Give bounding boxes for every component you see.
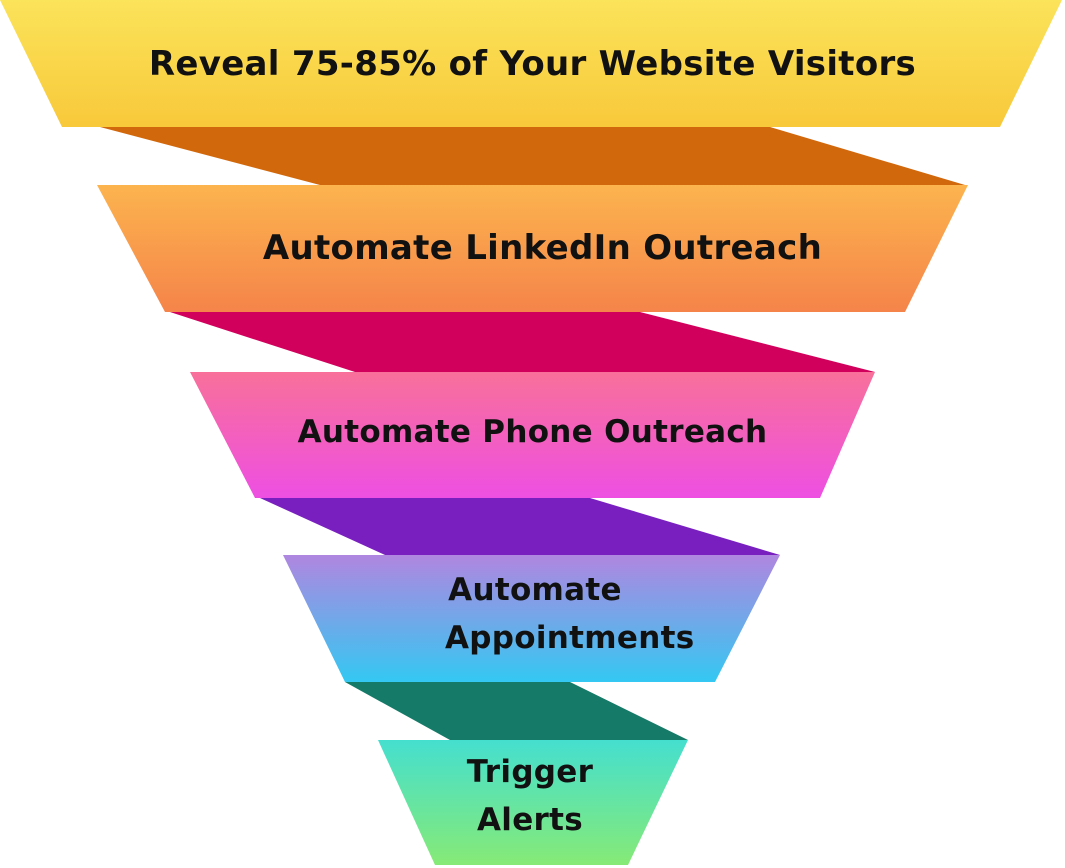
stage-1-label: Reveal 75-85% of Your Website Visitors [148, 44, 917, 84]
stage-2-label: Automate LinkedIn Outreach [262, 228, 823, 268]
funnel-stage-4 [283, 555, 780, 682]
funnel-stage-5 [378, 740, 688, 865]
ribbon-4 [345, 682, 688, 740]
ribbon-1 [100, 127, 965, 185]
stage-4-label: Automate Appointments [445, 572, 695, 657]
funnel-stage-1 [0, 0, 1062, 127]
stage-3-label: Automate Phone Outreach [297, 414, 768, 450]
funnel-stage-2 [97, 185, 968, 312]
funnel-stage-3 [190, 372, 875, 498]
ribbon-2 [170, 312, 875, 372]
stage-5-label: Trigger Alerts [466, 754, 594, 839]
ribbon-3 [260, 498, 780, 555]
